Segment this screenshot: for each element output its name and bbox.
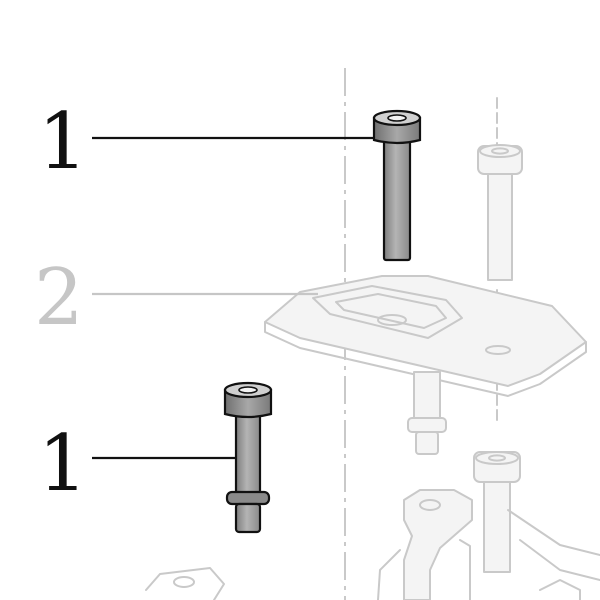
ghosted-plate [264, 275, 587, 397]
ghosted-bracket [145, 489, 600, 600]
bolt-lower [223, 381, 273, 534]
callout-label-1-upper: 1 [38, 97, 88, 187]
bolt-upper [372, 109, 422, 262]
ghosted-pin-below-plate [407, 371, 447, 455]
callout-label-2: 2 [34, 253, 84, 343]
callout-label-1-lower: 1 [38, 419, 88, 509]
ghosted-screw-lower [473, 451, 521, 573]
